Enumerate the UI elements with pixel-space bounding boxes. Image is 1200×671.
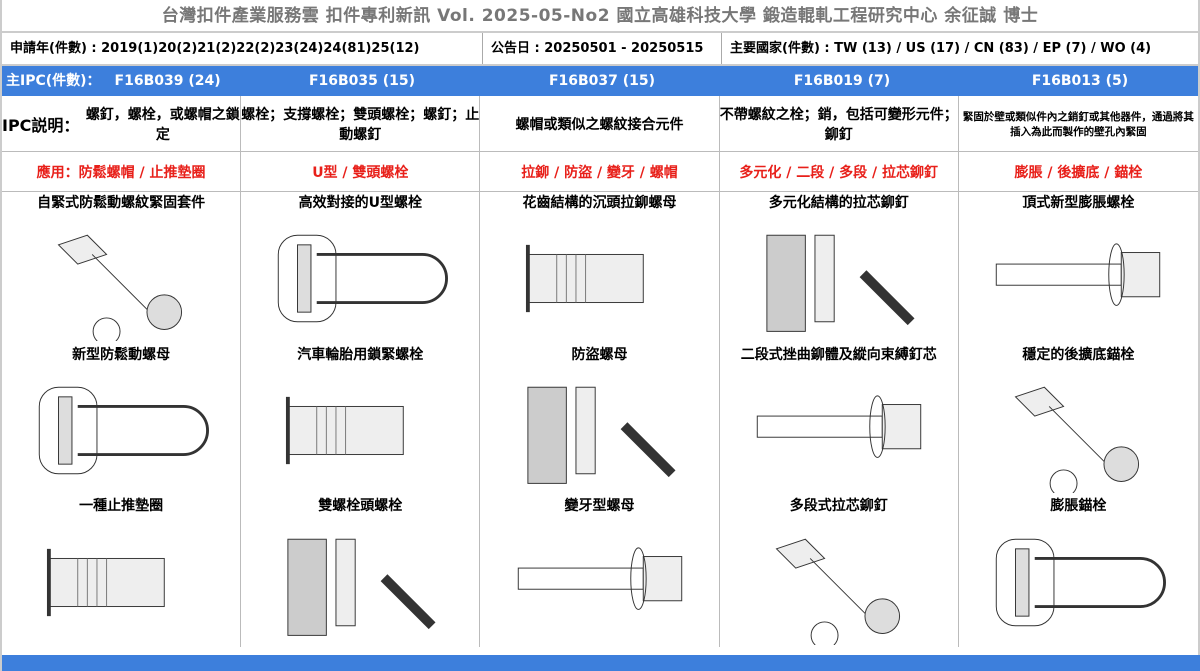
patent-drawing-image — [38, 386, 209, 475]
patent-drawing — [959, 214, 1198, 344]
publication-date: 公告日 : 20250501 - 20250515 — [483, 33, 722, 64]
patent-title: 花齒結構的沉頭拉鉚螺母 — [522, 195, 677, 211]
patent-drawing-image — [278, 235, 449, 323]
patent-title: 穩定的後擴底錨栓 — [1022, 346, 1135, 363]
application-row: 應用：防鬆螺帽 / 止推墊圈 U型 / 雙頭螺栓 拉鉚 / 防盜 / 變牙 / … — [2, 152, 1198, 192]
patent-drawing-image — [517, 547, 682, 610]
patent-drawing — [480, 366, 718, 496]
ipc-desc: 不帶螺紋之栓；銷，包括可變形元件；鉚釘 — [719, 106, 958, 143]
patent-title: 頂式新型膨脹螺栓 — [1022, 195, 1135, 211]
patent-drawing — [480, 517, 718, 647]
patent-title: 多段式拉芯鉚釘 — [789, 498, 888, 515]
patent-title: 雙螺栓頭螺栓 — [318, 498, 403, 515]
ipc-code: F16B037 (15) — [548, 73, 656, 89]
patent-title: 防盜螺母 — [571, 346, 628, 363]
ipc-desc: 螺栓；支撐螺栓；雙頭螺栓；螺釘；止動螺釘 — [241, 106, 480, 143]
patent-drawing-image — [996, 538, 1167, 626]
patent-drawing — [480, 214, 718, 344]
ipc-code: F16B039 (24) — [114, 73, 221, 89]
ipc-desc-row: IPC説明：螺釘，螺栓，或螺帽之鎖定 螺栓；支撐螺栓；雙頭螺栓；螺釘；止動螺釘 … — [2, 96, 1198, 152]
patent-drawing — [2, 214, 240, 344]
page-title: 台灣扣件產業服務雲 扣件專利新訊 Vol. 2025-05-No2 國立高雄科技… — [2, 0, 1198, 33]
patent-drawing — [959, 366, 1198, 496]
patent-drawing-image — [525, 245, 644, 313]
patent-title: 汽車輪胎用鎖緊螺栓 — [297, 346, 424, 363]
patent-drawing-image — [47, 548, 165, 616]
patent-drawing-image — [286, 396, 405, 465]
patent-title: 二段式挫曲鉚體及縱向束縛釘芯 — [740, 346, 937, 363]
patent-drawing — [959, 517, 1198, 647]
patent-drawing-image — [526, 386, 676, 484]
ipc-desc-label: IPC説明： — [2, 115, 80, 135]
patent-column: 花齒結構的沉頭拉鉚螺母防盜螺母變牙型螺母 — [480, 192, 720, 647]
patent-drawing-image — [775, 538, 900, 645]
patent-column: 頂式新型膨脹螺栓穩定的後擴底錨栓膨脹錨栓 — [959, 192, 1198, 647]
ipc-header-row: 主IPC(件數)： F16B039 (24) F16B035 (15) F16B0… — [2, 66, 1198, 96]
patent-drawing — [241, 214, 479, 344]
app-text: 多元化 / 二段 / 多段 / 拉芯鉚釘 — [739, 164, 938, 181]
patent-column: 高效對接的U型螺栓汽車輪胎用鎖緊螺栓雙螺栓頭螺栓 — [241, 192, 481, 647]
main-countries: 主要國家(件數) : TW (13) / US (17) / CN (83) /… — [730, 41, 1152, 56]
ipc-code: F16B013 (5) — [1031, 73, 1129, 89]
patent-drawing-image — [766, 235, 915, 333]
patent-column: 自緊式防鬆動螺紋緊固套件新型防鬆動螺母一種止推墊圈 — [2, 192, 242, 647]
ipc-desc: 螺帽或類似之螺紋接合元件 — [515, 116, 684, 133]
patent-title: 新型防鬆動螺母 — [72, 346, 171, 363]
patent-title: 高效對接的U型螺栓 — [298, 195, 422, 211]
patent-title: 變牙型螺母 — [564, 498, 635, 515]
patent-drawing — [241, 366, 479, 496]
app-text: 膨脹 / 後擴底 / 錨栓 — [1014, 164, 1143, 181]
ipc-code: F16B019 (7) — [793, 73, 891, 89]
application-years: 申請年(件數) : 2019(1)20(2)21(2)22(2)23(24)24… — [2, 33, 483, 64]
patent-drawing-image — [287, 538, 436, 636]
ipc-label: 主IPC(件數)： — [6, 73, 101, 89]
patent-column: 多元化結構的拉芯鉚釘二段式挫曲鉚體及縱向束縛釘芯多段式拉芯鉚釘 — [720, 192, 959, 647]
patent-grid: 自緊式防鬆動螺紋緊固套件新型防鬆動螺母一種止推墊圈高效對接的U型螺栓汽車輪胎用鎖… — [2, 192, 1198, 647]
patent-drawing — [720, 366, 958, 496]
patent-drawing-image — [57, 235, 183, 342]
patent-title: 一種止推墊圈 — [79, 498, 164, 515]
patent-drawing-image — [1015, 386, 1140, 493]
patent-title: 多元化結構的拉芯鉚釘 — [768, 195, 909, 211]
patent-drawing-image — [996, 243, 1161, 307]
patent-drawing — [2, 517, 240, 647]
patent-drawing — [720, 214, 958, 344]
app-text: 防鬆螺帽 / 止推墊圈 — [78, 164, 206, 181]
ipc-desc: 緊固於壁或類似件內之銷釘或其他器件，通過將其插入為此而製作的壁孔內緊固 — [962, 110, 1194, 138]
info-row: 申請年(件數) : 2019(1)20(2)21(2)22(2)23(24)24… — [2, 33, 1198, 66]
patent-title: 膨脹錨栓 — [1050, 498, 1107, 515]
patent-drawing — [720, 517, 958, 647]
app-label: 應用： — [36, 164, 79, 181]
patent-title: 自緊式防鬆動螺紋緊固套件 — [37, 195, 206, 211]
bottom-bar — [2, 655, 1200, 671]
patent-drawing-image — [756, 395, 921, 458]
ipc-desc: 螺釘，螺栓，或螺帽之鎖定 — [85, 106, 240, 143]
app-text: 拉鉚 / 防盜 / 變牙 / 螺帽 — [521, 164, 678, 181]
patent-drawing — [2, 366, 240, 496]
app-text: U型 / 雙頭螺栓 — [312, 164, 409, 181]
patent-drawing — [241, 517, 479, 647]
ipc-code: F16B035 (15) — [308, 73, 416, 89]
